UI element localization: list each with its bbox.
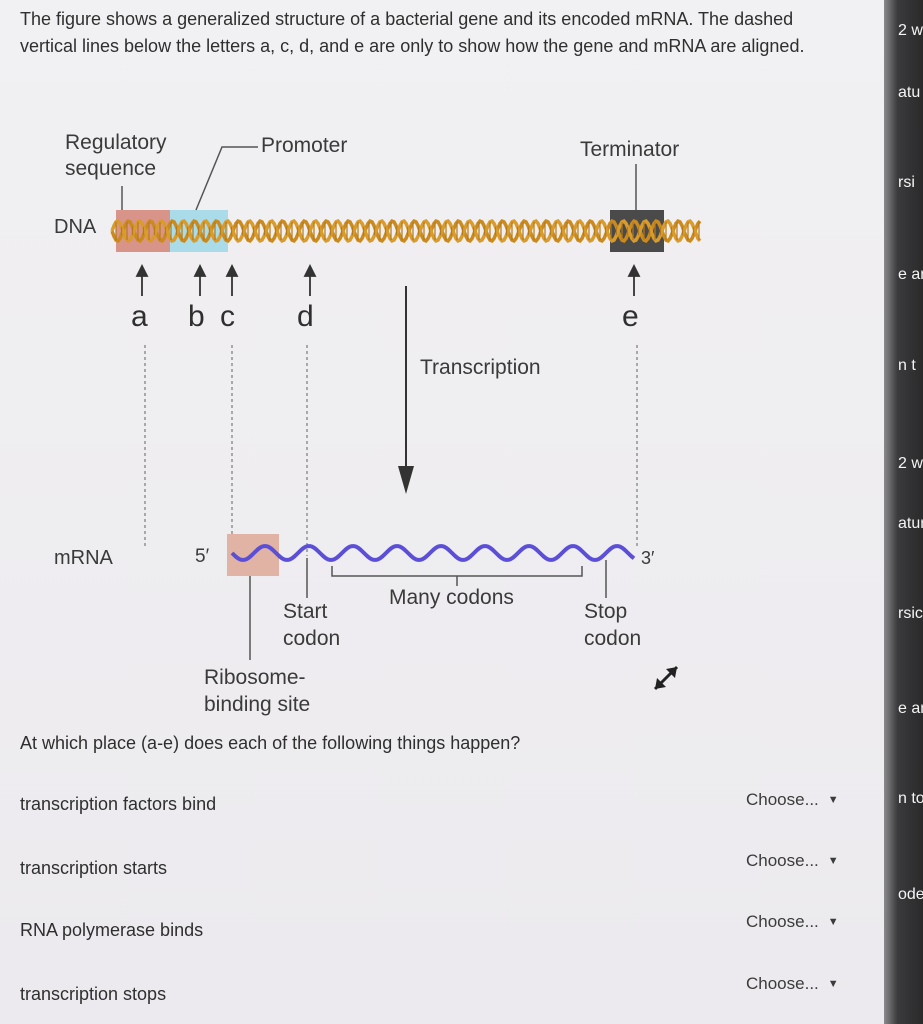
mrna-label: mRNA — [54, 547, 113, 569]
terminator-label: Terminator — [580, 138, 680, 161]
dropdown-caret-icon: ▼ — [827, 978, 839, 990]
rbs-label-2: binding site — [204, 693, 311, 716]
side-fragment: e ar — [898, 266, 923, 283]
side-fragment: atu — [898, 84, 921, 101]
side-fragment: rsi — [898, 174, 915, 191]
side-fragment: 2 w — [898, 455, 923, 472]
dropdown-caret-icon: ▼ — [827, 794, 839, 806]
position-c: c — [220, 300, 235, 333]
side-fragment: 2 w — [898, 22, 923, 39]
row-label-transcription-starts: transcription starts — [20, 858, 168, 878]
dropdown-caret-icon: ▼ — [827, 916, 839, 928]
dropdown-caret-icon: ▼ — [827, 855, 839, 867]
transcription-arrowhead — [398, 466, 414, 494]
mrna-strand — [230, 544, 636, 562]
select-value: Choose... — [746, 851, 819, 870]
start-codon-label-2: codon — [283, 627, 341, 650]
many-codons-bracket — [331, 566, 583, 577]
position-d: d — [297, 300, 314, 333]
regulatory-label-2: sequence — [65, 157, 157, 180]
stop-codon-label-1: Stop — [584, 600, 628, 623]
position-e: e — [622, 300, 639, 333]
select-value: Choose... — [746, 974, 819, 993]
row-label-transcription-factors-bind: transcription factors bind — [20, 794, 217, 814]
promoter-label: Promoter — [261, 134, 348, 157]
start-codon-label-1: Start — [283, 600, 328, 623]
three-prime-label: 3′ — [641, 548, 655, 568]
expand-image-icon[interactable] — [648, 660, 684, 701]
rbs-label-1: Ribosome- — [204, 666, 306, 689]
side-fragment: n t — [898, 357, 916, 374]
position-a: a — [131, 300, 148, 333]
dna-base-pairs — [115, 221, 700, 241]
gene-structure-figure — [110, 146, 702, 660]
select-transcription-factors-bind[interactable]: Choose... ▼ — [746, 790, 839, 810]
stop-codon-label-2: codon — [584, 627, 642, 650]
promoter-pointer — [195, 146, 258, 211]
question-page — [0, 0, 884, 1024]
select-transcription-stops[interactable]: Choose... ▼ — [746, 974, 839, 994]
dna-label: DNA — [54, 216, 97, 238]
question-prompt: At which place (a-e) does each of the fo… — [20, 733, 521, 753]
position-arrows — [135, 263, 641, 296]
select-value: Choose... — [746, 790, 819, 809]
alignment-lines — [144, 345, 638, 556]
intro-text: The figure shows a generalized structure… — [20, 9, 805, 56]
position-b: b — [188, 300, 205, 333]
side-fragment: e ar — [898, 700, 923, 717]
row-label-rna-polymerase-binds: RNA polymerase binds — [20, 920, 204, 940]
side-fragment: ode — [898, 886, 923, 903]
side-fragment: atur — [898, 515, 923, 532]
adjacent-panel-edge: 2 w atu rsi e ar n t 2 w atur rsic e ar … — [884, 0, 923, 1024]
side-fragment: n to — [898, 790, 923, 807]
many-codons-label: Many codons — [389, 586, 514, 609]
row-label-transcription-stops: transcription stops — [20, 984, 167, 1004]
side-fragment: rsic — [898, 605, 923, 622]
select-transcription-starts[interactable]: Choose... ▼ — [746, 851, 839, 871]
regulatory-label-1: Regulatory — [65, 131, 167, 154]
transcription-label: Transcription — [420, 356, 541, 379]
select-rna-polymerase-binds[interactable]: Choose... ▼ — [746, 912, 839, 932]
select-value: Choose... — [746, 912, 819, 931]
five-prime-label: 5′ — [195, 546, 210, 567]
